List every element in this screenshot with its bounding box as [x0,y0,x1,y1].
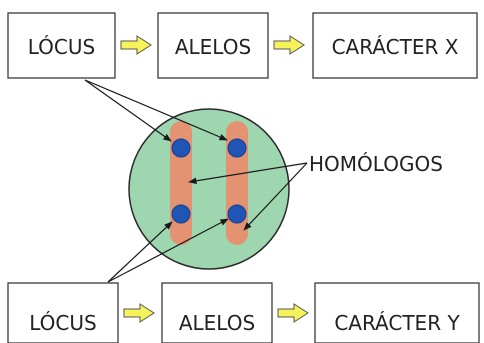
locus-dot-left-upper [171,138,191,158]
homologs-label: HOMÓLOGOS [309,152,443,176]
top-locus-box [7,12,116,79]
locus-dot-left-lower [171,204,191,224]
bottom-locus-box [7,282,119,343]
locus-dot-right-upper [227,138,247,158]
top-alleles-label: ALELOS [175,35,251,59]
pointer-homologs-left [188,162,308,185]
top-alleles-box [157,12,269,79]
pointer-bottom-locus-left [107,221,173,283]
top-flow-arrow-2 [273,35,305,55]
top-locus-label: LÓCUS [28,35,95,59]
pointer-top-locus-right [84,79,228,141]
top-character-box [312,12,478,79]
bottom-flow-arrow-1 [123,303,155,323]
bottom-locus-label: LÓCUS [29,311,96,335]
top-flow-arrow-1 [120,35,152,55]
top-character-label: CARÁCTER X [332,35,459,59]
pointer-bottom-locus-right [107,218,229,283]
bottom-character-label: CARÁCTER Y [334,311,460,335]
top-row: LÓCUS ALELOS CARÁCTER X [7,12,478,79]
locus-dot-right-lower [227,204,247,224]
pointer-lines [84,79,308,283]
bottom-alleles-label: ALELOS [179,311,255,335]
bottom-row: LÓCUS ALELOS CARÁCTER Y [7,282,480,343]
bottom-flow-arrow-2 [277,303,309,323]
pointer-top-locus-left [84,79,172,142]
bottom-character-box [314,282,480,343]
pointer-homologs-right [243,162,308,231]
bottom-alleles-box [161,282,273,343]
